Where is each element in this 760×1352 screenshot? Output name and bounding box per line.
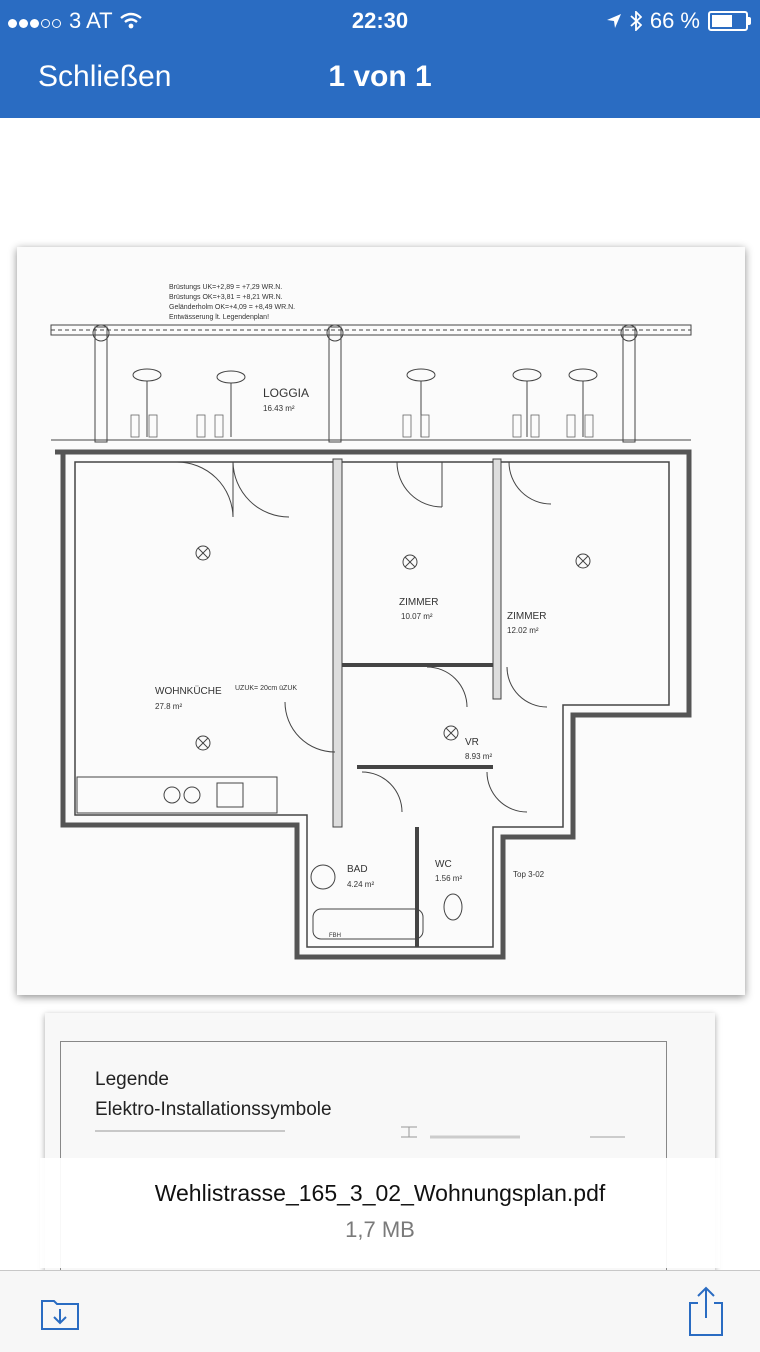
share-button[interactable] <box>684 1285 728 1336</box>
battery-icon <box>708 11 751 31</box>
plan-label: Top 3-02 <box>513 870 545 879</box>
legend-symbols <box>95 1126 625 1139</box>
door-swing <box>508 461 552 505</box>
share-icon <box>689 1286 723 1336</box>
light-fixture <box>402 554 418 570</box>
room-name: WOHNKÜCHE <box>155 685 222 697</box>
page-counter: 1 von 1 <box>328 60 432 93</box>
door-swing <box>284 701 336 753</box>
column <box>94 326 108 443</box>
legend-title: Legende <box>95 1069 169 1090</box>
room-name: ZIMMER <box>507 611 546 622</box>
bottom-toolbar <box>0 1270 760 1352</box>
light-fixture <box>443 725 459 741</box>
room-name: BAD <box>347 864 368 875</box>
balcony-rail <box>50 324 692 336</box>
room-area: 8.93 m² <box>465 752 492 761</box>
legend-frame <box>60 1041 667 1273</box>
door-swing <box>486 771 528 813</box>
toilet <box>443 893 463 921</box>
plan-note: Brüstungs UK=+2,89 = +7,29 WR.N. <box>169 284 282 291</box>
close-button[interactable]: Schließen <box>38 60 172 93</box>
room-area: 4.24 m² <box>347 880 374 889</box>
antenna-symbol-icon <box>401 1126 417 1138</box>
nav-bar: Schließen 1 von 1 <box>0 40 760 118</box>
interior-wall <box>492 458 502 700</box>
light-fixture <box>195 545 211 561</box>
bluetooth-icon <box>630 11 642 31</box>
washbasin <box>310 864 336 890</box>
light-fixture <box>575 553 591 569</box>
door-swing <box>396 461 443 508</box>
kitchen-counter <box>76 776 278 814</box>
room-name: VR <box>465 737 479 748</box>
file-info-panel: Wehlistrasse_165_3_02_Wohnungsplan.pdf 1… <box>40 1158 720 1268</box>
file-size: 1,7 MB <box>345 1217 415 1242</box>
room-area: 27.8 m² <box>155 702 182 711</box>
plan-label: UZUK= 20cm üZUK <box>235 685 297 692</box>
door-swing <box>176 461 234 518</box>
file-name: Wehlistrasse_165_3_02_Wohnungsplan.pdf <box>154 1180 606 1206</box>
wifi-icon <box>119 12 142 29</box>
location-arrow-icon <box>606 14 621 28</box>
door-swing <box>361 771 403 813</box>
download-tray-icon <box>41 1300 79 1330</box>
plan-label: FBH <box>329 933 341 939</box>
room-name: LOGGIA <box>263 386 309 400</box>
carrier-label: 3 AT <box>69 8 113 33</box>
bathtub <box>312 908 424 940</box>
room-name: ZIMMER <box>399 597 438 608</box>
column <box>622 326 636 443</box>
signal-strength-icon <box>8 8 63 34</box>
interior-wall <box>332 458 343 828</box>
door-swing <box>506 666 548 708</box>
room-area: 1.56 m² <box>435 874 462 883</box>
save-to-files-button[interactable] <box>38 1291 82 1335</box>
battery-percent: 66 % <box>649 8 700 33</box>
legend-subtitle: Elektro-Installationssymbole <box>95 1099 332 1120</box>
document-page-1[interactable]: Brüstungs UK=+2,89 = +7,29 WR.N. Brüstun… <box>17 247 745 995</box>
plan-note: Geländerholm OK=+4,09 = +8,49 WR.N. <box>169 304 295 311</box>
status-right: 66 % <box>606 8 751 34</box>
plan-note: Entwässerung lt. Legendenplan! <box>169 314 269 321</box>
room-name: WC <box>435 859 452 870</box>
room-area: 10.07 m² <box>401 612 433 621</box>
room-area: 12.02 m² <box>507 626 539 635</box>
floor-plan: Brüstungs UK=+2,89 = +7,29 WR.N. Brüstun… <box>50 284 692 960</box>
room-area: 16.43 m² <box>263 404 295 413</box>
status-bar: 3 AT 22:30 66 % <box>0 0 760 40</box>
plan-note: Brüstungs OK=+3,81 = +8,21 WR.N. <box>169 294 283 301</box>
light-fixture <box>195 735 211 751</box>
status-left: 3 AT <box>8 8 143 34</box>
outer-wall <box>55 449 692 960</box>
clock: 22:30 <box>351 8 409 33</box>
column <box>328 326 342 443</box>
door-swing <box>426 666 468 708</box>
